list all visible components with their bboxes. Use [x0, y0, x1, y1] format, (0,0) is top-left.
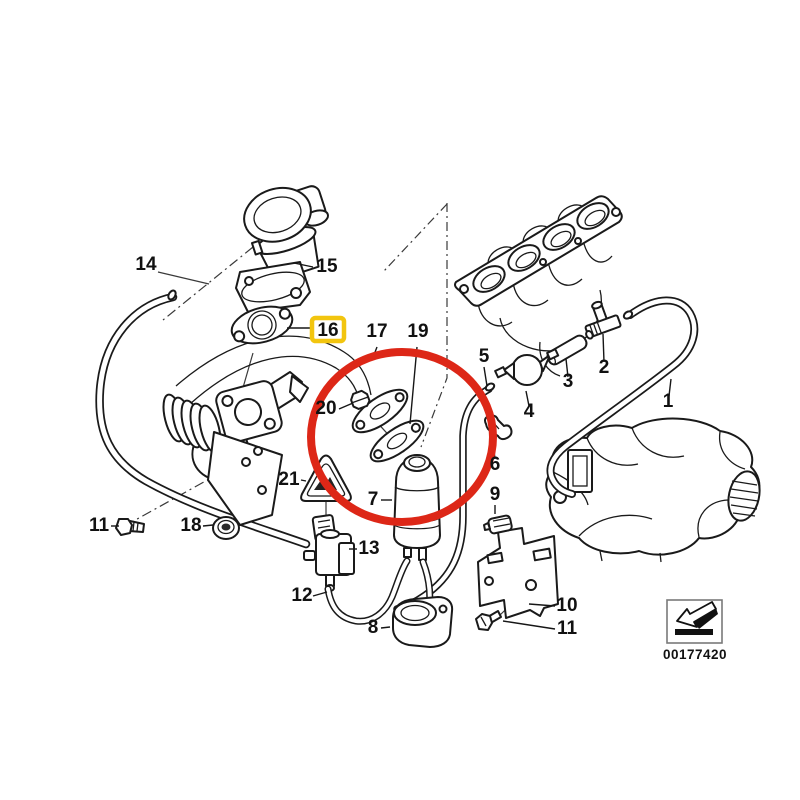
part-19-gaskets [351, 388, 425, 463]
part-label-20[interactable]: 20 [315, 398, 336, 419]
part-17-air-pipe-and-pump-assembly [162, 335, 372, 526]
part-label-10[interactable]: 10 [556, 595, 577, 616]
exhaust-manifold-drawing [454, 195, 623, 377]
part-label-15[interactable]: 15 [316, 256, 338, 277]
part-18-grommet [212, 516, 240, 540]
part-7-filter-canister [393, 454, 441, 621]
part-label-21[interactable]: 21 [278, 469, 300, 490]
part-3-pipe [546, 329, 594, 366]
corner-arrow-icon [675, 601, 718, 635]
part-label-13[interactable]: 13 [358, 538, 379, 559]
part-13-solenoid-valve [303, 514, 355, 592]
part-label-4[interactable]: 4 [524, 401, 535, 422]
part-11-bolt-bottom [475, 610, 502, 631]
part-20-nut [350, 389, 371, 410]
part-label-19[interactable]: 19 [407, 321, 428, 342]
part-label-6[interactable]: 6 [490, 454, 501, 475]
part-15-air-valve [235, 185, 329, 313]
part-label-2[interactable]: 2 [599, 357, 610, 378]
part-labels: 14 15 16 17 19 5 2 3 1 20 4 6 21 7 9 11 … [89, 254, 674, 639]
part-4-check-valve [494, 348, 560, 386]
part-1-hose [546, 296, 699, 498]
part-label-11-left[interactable]: 11 [89, 515, 110, 536]
part-12-hose [324, 557, 411, 625]
part-label-18[interactable]: 18 [180, 515, 201, 536]
part-label-3[interactable]: 3 [563, 371, 574, 392]
part-label-17[interactable]: 17 [366, 321, 387, 342]
part-label-7[interactable]: 7 [368, 489, 379, 510]
doc-number: 00177420 [663, 647, 727, 662]
part-8-clamp [392, 596, 454, 648]
part-9-clip [483, 514, 513, 535]
yellow-highlight-box[interactable] [309, 315, 347, 344]
part-2-connector [584, 300, 622, 339]
part-label-12[interactable]: 12 [291, 585, 312, 606]
highlights [307, 315, 497, 526]
part-11-bolt-left [115, 518, 145, 536]
red-highlight-circle [307, 348, 497, 526]
intake-manifold-drawing [545, 417, 761, 563]
doc-stamp: 00177420 [663, 599, 727, 662]
part-label-9[interactable]: 9 [490, 484, 501, 505]
part-16-gasket [230, 305, 294, 345]
part-label-14[interactable]: 14 [135, 254, 157, 275]
part-label-16[interactable]: 16 [317, 320, 338, 341]
part-label-11-bottom[interactable]: 11 [557, 618, 578, 639]
part-label-1[interactable]: 1 [663, 391, 674, 412]
part-label-5[interactable]: 5 [479, 346, 490, 367]
part-10-bracket [477, 527, 559, 619]
part-label-8[interactable]: 8 [368, 617, 379, 638]
